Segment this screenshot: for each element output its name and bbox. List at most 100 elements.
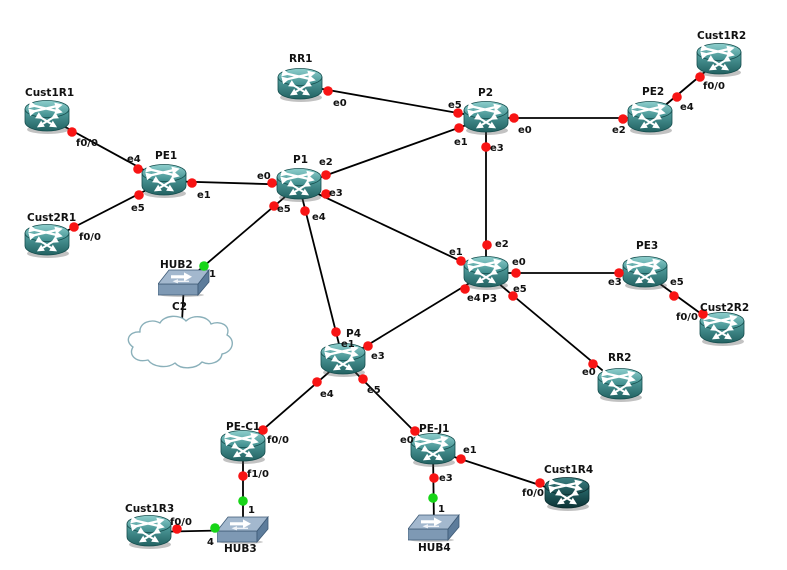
node-Cust2R2[interactable] (700, 313, 744, 347)
port-up-red-dot (363, 341, 373, 351)
interface-label-P3: e5 (513, 284, 527, 295)
node-PE-J1[interactable] (411, 434, 455, 468)
interface-label-PE2: e2 (612, 125, 626, 136)
port-up-green-dot (428, 493, 438, 503)
port-up-red-dot (456, 256, 466, 266)
node-HUB3[interactable] (217, 516, 269, 544)
node-C2[interactable] (127, 315, 233, 369)
port-up-red-dot (672, 92, 682, 102)
port-up-red-dot (321, 189, 331, 199)
interface-label-PE3: e5 (670, 277, 684, 288)
port-up-red-dot (669, 291, 679, 301)
node-P1[interactable] (277, 169, 321, 203)
port-up-red-dot (509, 113, 519, 123)
interface-label-PE-J1: e1 (463, 445, 477, 456)
port-up-red-dot (358, 374, 368, 384)
node-PE3[interactable] (623, 257, 667, 291)
node-label-RR1: RR1 (289, 53, 312, 65)
node-label-Cust1R2: Cust1R2 (697, 30, 746, 42)
port-up-red-dot (258, 425, 268, 435)
node-label-HUB2: HUB2 (160, 259, 193, 271)
link-P1-P3[interactable] (298, 184, 487, 274)
interface-label-PE3: e3 (608, 277, 622, 288)
node-RR1[interactable] (278, 69, 322, 103)
interface-label-PE-J1: e3 (439, 473, 453, 484)
interface-label-Cust2R2: f0/0 (676, 312, 698, 323)
interface-label-P4: e1 (341, 339, 355, 350)
node-label-PE1: PE1 (155, 150, 177, 162)
port-up-red-dot (410, 426, 420, 436)
port-up-red-dot (172, 524, 182, 534)
port-up-green-dot (210, 523, 220, 533)
port-up-red-dot (323, 86, 333, 96)
port-up-red-dot (67, 127, 77, 137)
node-Cust1R4[interactable] (545, 478, 589, 512)
interface-label-Cust1R1: f0/0 (76, 138, 98, 149)
node-label-P1: P1 (293, 154, 308, 166)
node-label-Cust1R3: Cust1R3 (125, 503, 174, 515)
port-up-red-dot (312, 377, 322, 387)
interface-label-P1: e3 (329, 188, 343, 199)
interface-label-P4: e5 (367, 385, 381, 396)
interface-label-P1: e2 (319, 157, 333, 168)
port-up-green-dot (199, 261, 209, 271)
interface-label-PE1: e5 (131, 203, 145, 214)
node-label-HUB4: HUB4 (418, 542, 451, 554)
node-HUB4[interactable] (408, 514, 460, 542)
node-P3[interactable] (464, 257, 508, 291)
port-up-red-dot (454, 123, 464, 133)
node-P2[interactable] (464, 102, 508, 136)
node-Cust1R2[interactable] (697, 44, 741, 78)
interface-label-Cust1R3: f0/0 (170, 517, 192, 528)
node-PE1[interactable] (142, 165, 186, 199)
port-up-red-dot (429, 473, 439, 483)
node-label-Cust1R4: Cust1R4 (544, 464, 593, 476)
port-up-red-dot (331, 327, 341, 337)
node-Cust2R1[interactable] (25, 225, 69, 259)
node-Cust1R1[interactable] (25, 101, 69, 135)
node-label-P4: P4 (346, 328, 361, 340)
interface-label-P3: e4 (467, 293, 481, 304)
node-label-PE-C1: PE-C1 (226, 421, 260, 433)
port-up-red-dot (698, 309, 708, 319)
port-up-red-dot (269, 201, 279, 211)
interface-label-P2: e3 (490, 143, 504, 154)
node-RR2[interactable] (598, 369, 642, 403)
port-up-red-dot (511, 268, 521, 278)
port-up-red-dot (508, 291, 518, 301)
interface-label-Cust1R4: f0/0 (522, 488, 544, 499)
interface-label-P1: e0 (257, 171, 271, 182)
interface-label-PE-J1: e0 (400, 435, 414, 446)
node-label-Cust2R1: Cust2R1 (27, 212, 76, 224)
node-label-P3: P3 (482, 293, 497, 305)
interface-label-HUB3: 1 (248, 505, 255, 516)
port-up-red-dot (456, 454, 466, 464)
port-up-red-dot (134, 190, 144, 200)
node-PE-C1[interactable] (221, 431, 265, 465)
interface-label-HUB2: 1 (209, 269, 216, 280)
port-up-red-dot (69, 222, 79, 232)
interface-label-Cust2R1: f0/0 (79, 232, 101, 243)
port-up-red-dot (133, 164, 143, 174)
port-up-red-dot (614, 268, 624, 278)
node-label-C2: C2 (172, 301, 187, 313)
interface-label-RR1: e0 (333, 98, 347, 109)
node-Cust1R3[interactable] (127, 516, 171, 550)
port-up-red-dot (238, 471, 248, 481)
node-HUB2[interactable] (158, 269, 210, 297)
port-up-red-dot (695, 72, 705, 82)
interface-label-HUB4: 1 (438, 504, 445, 515)
interface-label-P3: e0 (512, 257, 526, 268)
port-up-red-dot (460, 284, 470, 294)
interface-label-PE1: e1 (197, 190, 211, 201)
interface-label-P4: e4 (320, 389, 334, 400)
link-P3-RR2[interactable] (485, 272, 621, 386)
node-PE2[interactable] (628, 102, 672, 136)
port-up-red-dot (481, 142, 491, 152)
port-up-red-dot (535, 478, 545, 488)
interface-label-P2: e5 (448, 100, 462, 111)
interface-label-P3: e2 (495, 239, 509, 250)
